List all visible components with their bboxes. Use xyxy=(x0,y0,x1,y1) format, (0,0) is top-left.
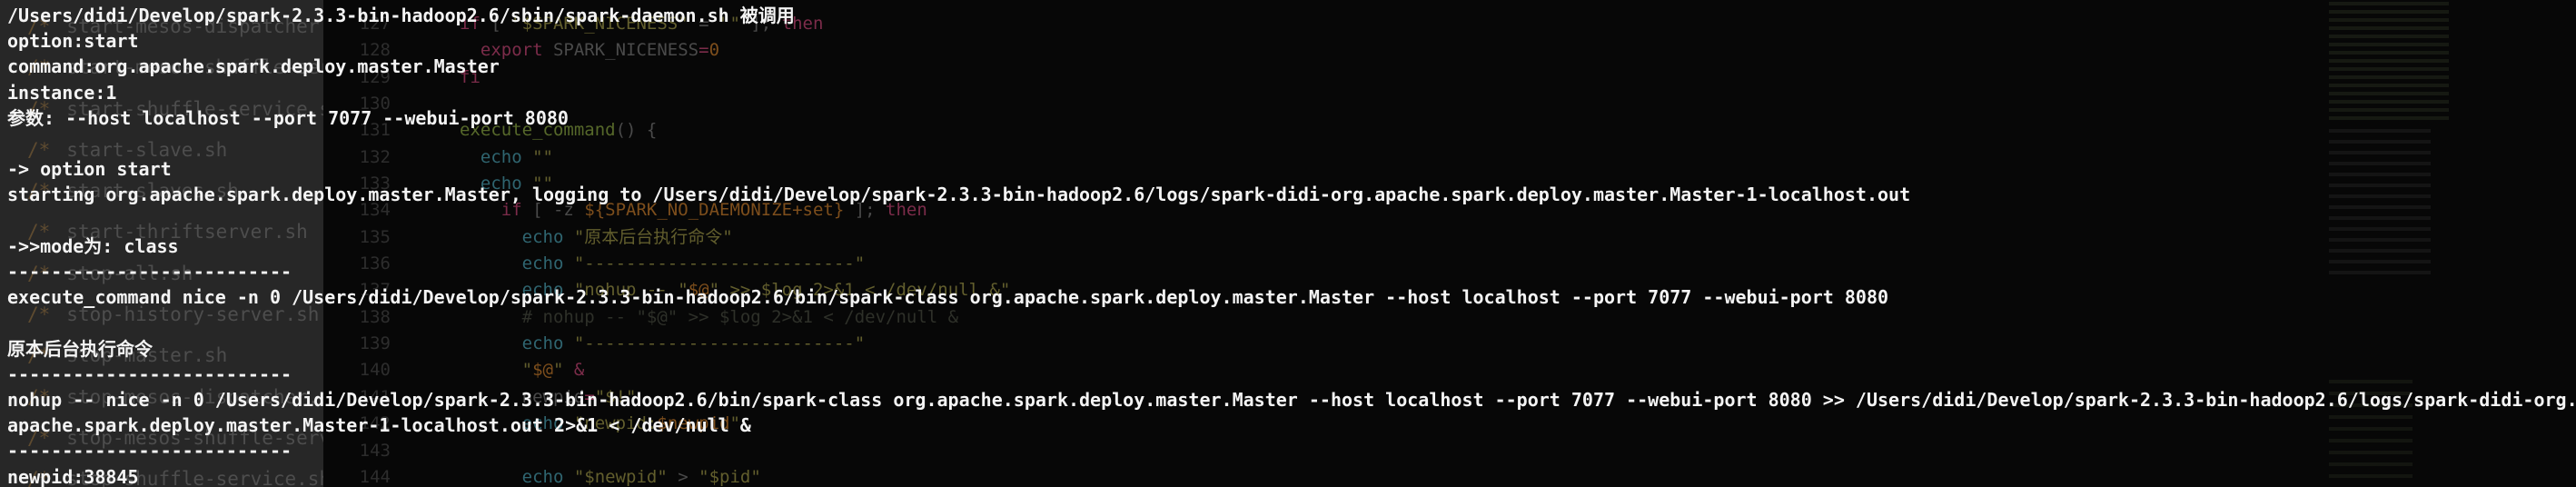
background-file-name: /* start-mesos-dispatcher.sh xyxy=(0,13,323,54)
line-number: 132 xyxy=(359,146,391,167)
line-number: 127 xyxy=(359,14,391,34)
file-name-text: stop-all.sh xyxy=(66,262,193,284)
line-number: 143 xyxy=(359,440,391,461)
editor-line: 143 xyxy=(0,438,2325,464)
comment-prefix: /* xyxy=(27,221,51,244)
file-name-text: stop-mesos-shuffle-service.sh xyxy=(66,426,323,449)
line-number: 142 xyxy=(359,413,391,434)
code-text: echo "--------------------------" xyxy=(521,333,866,354)
line-number: 139 xyxy=(359,333,391,354)
file-name-text: start-thriftserver.sh xyxy=(66,221,308,244)
background-file-name: /* start-shuffle-service.sh xyxy=(0,95,323,136)
background-file-name: /* stop-shuffle-service.sh xyxy=(0,465,323,487)
line-number: 141 xyxy=(359,386,391,407)
editor-line: 134 if [ -z ${SPARK_NO_DAEMONIZE+set} ];… xyxy=(0,197,2325,224)
line-number: 130 xyxy=(359,94,391,114)
file-name-text: stop-mesos-dispatcher.sh xyxy=(66,385,323,408)
comment-prefix: /* xyxy=(27,344,51,367)
code-text: echo "newpid:$newpid" xyxy=(521,413,740,434)
code-text: fi xyxy=(460,66,481,87)
line-number: 133 xyxy=(359,174,391,194)
background-file-list: /* start-mesos-dispatcher.sh /* start-mesos… xyxy=(0,0,323,487)
file-name-text: start-mesos-shuffle-service.sh xyxy=(66,56,323,79)
code-text: echo "" xyxy=(480,174,553,194)
line-number: 131 xyxy=(359,120,391,141)
editor-line: 139 echo "--------------------------" xyxy=(0,331,2325,357)
background-file-name: /* start-mesos-shuffle-service.sh xyxy=(0,54,323,94)
editor-line: 127 if [ "$SPARK_NICENESS" = "" ]; then xyxy=(0,11,2325,37)
file-name-text: stop-master.sh xyxy=(66,344,228,367)
code-text: echo "--------------------------" xyxy=(521,253,866,274)
editor-line: 138 # nohup -- "$@" >> $log 2>&1 < /dev/… xyxy=(0,304,2325,331)
editor-line: 141 newpid="$!" xyxy=(0,384,2325,411)
line-number: 129 xyxy=(359,66,391,87)
background-file-name: /* start-slaves.sh xyxy=(0,177,323,218)
line-number: 144 xyxy=(359,466,391,487)
minimap-code-block xyxy=(2329,129,2431,282)
background-window-panel: /* start-mesos-dispatcher.sh /* start-mesos… xyxy=(0,0,323,487)
comment-prefix: /* xyxy=(27,180,51,203)
background-file-name: /* start-slave.sh xyxy=(0,136,323,177)
background-file-name: /* stop-all.sh xyxy=(0,260,323,301)
file-name-text: start-slave.sh xyxy=(66,138,228,161)
terminal-output[interactable]: /Users/didi/Develop/spark-2.3.3-bin-hado… xyxy=(7,5,2576,487)
code-text: echo "" xyxy=(480,146,553,167)
minimap-code-block xyxy=(2329,2,2449,122)
line-number: 134 xyxy=(359,200,391,221)
comment-prefix: /* xyxy=(27,97,51,120)
background-file-name: /* stop-mesos-dispatcher.sh xyxy=(0,383,323,424)
comment-prefix: /* xyxy=(27,303,51,326)
background-file-name: /* stop-master.sh xyxy=(0,342,323,383)
code-text: echo "nohup -- "$@" >> $log 2>&1 < /dev/… xyxy=(521,280,1011,301)
code-text: export SPARK_NICENESS=0 xyxy=(480,40,720,61)
code-text: # nohup -- "$@" >> $log 2>&1 < /dev/null… xyxy=(521,306,959,327)
editor-line: 144 echo "$newpid" > "$pid" xyxy=(0,464,2325,487)
editor-line: 140 "$@" & xyxy=(0,357,2325,383)
comment-prefix: /* xyxy=(27,468,51,487)
comment-prefix: /* xyxy=(27,138,51,161)
line-number: 128 xyxy=(359,40,391,61)
comment-prefix: /* xyxy=(27,15,51,37)
code-text: execute_command() { xyxy=(460,120,658,141)
editor-line: 133 echo "" xyxy=(0,171,2325,197)
editor-line: 135 echo "原本后台执行命令" xyxy=(0,224,2325,251)
code-text: echo "$newpid" > "$pid" xyxy=(521,466,761,487)
minimap-code-block xyxy=(2329,380,2413,482)
line-number: 140 xyxy=(359,360,391,381)
file-name-text: start-slaves.sh xyxy=(66,180,239,203)
code-text: if [ "$SPARK_NICENESS" = "" ]; then xyxy=(460,14,824,34)
line-number: 136 xyxy=(359,253,391,274)
code-text: "$@" & xyxy=(521,360,585,381)
background-file-name: /* start-thriftserver.sh xyxy=(0,218,323,259)
code-text: if [ -z ${SPARK_NO_DAEMONIZE+set} ]; the… xyxy=(500,200,927,221)
editor-line: 136 echo "--------------------------" xyxy=(0,251,2325,277)
comment-prefix: /* xyxy=(27,426,51,449)
minimap[interactable] xyxy=(2327,0,2463,487)
editor-line: 142 echo "newpid:$newpid" xyxy=(0,411,2325,437)
editor-line: 130 xyxy=(0,91,2325,117)
comment-prefix: /* xyxy=(27,385,51,408)
editor-line: 132 echo "" xyxy=(0,144,2325,171)
editor-line: 129 fi xyxy=(0,65,2325,91)
code-text: newpid="$!" xyxy=(521,386,637,407)
file-name-text: start-mesos-dispatcher.sh xyxy=(66,15,323,37)
comment-prefix: /* xyxy=(27,262,51,284)
code-text: echo "原本后台执行命令" xyxy=(521,226,733,247)
line-number: 137 xyxy=(359,280,391,301)
comment-prefix: /* xyxy=(27,56,51,79)
file-name-text: start-shuffle-service.sh xyxy=(66,97,323,120)
file-name-text: stop-shuffle-service.sh xyxy=(66,468,323,487)
background-file-name: /* stop-mesos-shuffle-service.sh xyxy=(0,424,323,465)
background-file-name: /* stop-history-server.sh xyxy=(0,301,323,342)
line-number: 138 xyxy=(359,306,391,327)
line-number: 135 xyxy=(359,226,391,247)
editor-line: 131 execute_command() { xyxy=(0,117,2325,144)
editor-line: 128 export SPARK_NICENESS=0 xyxy=(0,37,2325,64)
file-name-text: stop-history-server.sh xyxy=(66,303,320,326)
editor-line: 137 echo "nohup -- "$@" >> $log 2>&1 < /… xyxy=(0,277,2325,303)
